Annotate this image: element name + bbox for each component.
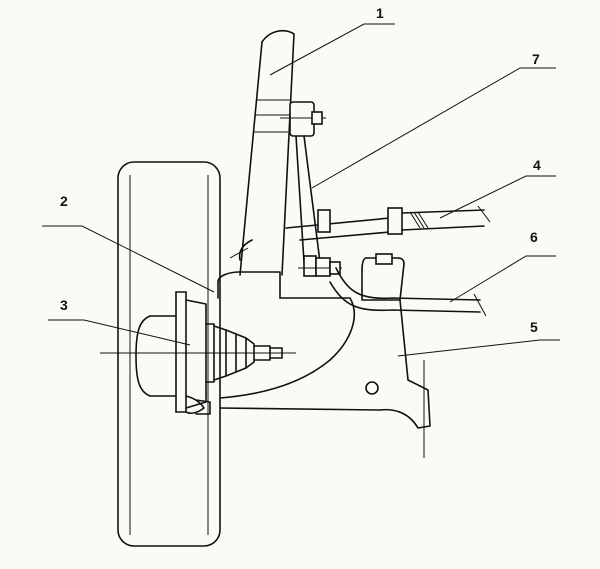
tie-rod — [285, 205, 491, 241]
label-5: 5 — [530, 319, 538, 335]
upper-clamp — [280, 101, 326, 137]
label-6: 6 — [530, 229, 538, 245]
lower-link-joint — [298, 255, 342, 277]
label-4: 4 — [533, 157, 541, 173]
steering-knuckle — [217, 239, 281, 299]
label-2: 2 — [60, 193, 68, 209]
stabilizer-bar — [329, 267, 487, 317]
hub-assembly — [100, 291, 296, 415]
leader-lines — [42, 23, 560, 357]
label-7: 7 — [532, 51, 540, 67]
label-1: 1 — [376, 5, 384, 21]
stabilizer-link — [295, 135, 321, 263]
wheel — [117, 161, 221, 547]
label-3: 3 — [60, 297, 68, 313]
lower-arm — [219, 253, 431, 458]
part-labels: 1 2 3 4 5 6 7 — [60, 5, 541, 335]
strut-leg — [239, 29, 295, 276]
